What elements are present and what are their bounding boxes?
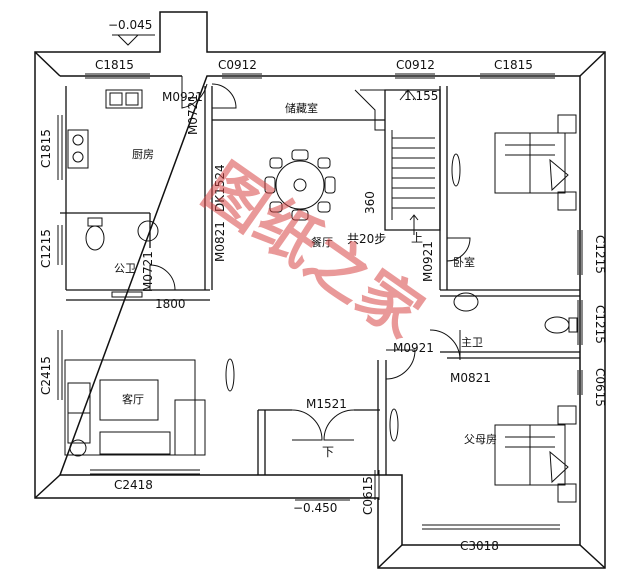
room-master-wc: 主卫 — [461, 336, 483, 349]
stair-up-label: 上 — [411, 231, 423, 245]
door-bath: M0921 — [393, 341, 434, 355]
window-wc-left: C1215 — [39, 229, 53, 268]
elevation-stair: 1.155 — [404, 89, 438, 103]
window-labels: C1815 C0912 C0912 C1815 C1815 C1215 C241… — [39, 58, 607, 553]
master-bath-fixtures — [453, 292, 578, 334]
window-storage-top-right: C0912 — [396, 58, 435, 72]
door-swings — [149, 76, 471, 441]
door-storage: M0721 — [186, 94, 200, 135]
door-labels: M0921 M0721 DK1524 M0821 M0721 M0921 M09… — [141, 90, 491, 411]
room-storage: 储藏室 — [285, 101, 318, 115]
room-bedroom: 卧室 — [453, 255, 475, 269]
door-entrance: M1521 — [306, 397, 347, 411]
window-parents-right: C0615 — [593, 368, 607, 407]
room-public-wc: 公卫 — [114, 262, 136, 275]
window-living-left: C2415 — [39, 356, 53, 395]
window-bedroom-right: C1215 — [593, 235, 607, 274]
stair-riser-label: 360 — [363, 191, 377, 214]
door-opening: DK1524 — [213, 164, 227, 212]
window-living-bottom: C2418 — [114, 478, 153, 492]
door-bedroom: M0921 — [421, 241, 435, 282]
parents-bed — [494, 405, 577, 503]
stair-treads — [354, 89, 435, 220]
dining-table — [264, 149, 336, 221]
room-living: 客厅 — [122, 392, 144, 406]
window-bath-right: C1215 — [593, 305, 607, 344]
window-storage-top-left: C0912 — [218, 58, 257, 72]
living-sofa — [64, 359, 206, 457]
bedroom-bed — [494, 114, 577, 211]
door-wc: M0721 — [141, 251, 155, 292]
interior-walls — [60, 86, 580, 475]
door-kitchen: M0921 — [162, 90, 203, 104]
window-symbols — [57, 73, 583, 530]
window-kitchen-left: C1815 — [39, 129, 53, 168]
elevation-labels: −0.045 1.155 −0.450 — [108, 18, 438, 515]
stair-down-label: 下 — [322, 445, 334, 459]
window-parents-bottom: C3018 — [460, 539, 499, 553]
stair-steps-label: 共20步 — [347, 232, 386, 246]
door-bath-lower: M0821 — [450, 371, 491, 385]
kitchen-sink — [105, 89, 143, 109]
elevation-top-left: −0.045 — [108, 18, 152, 32]
room-labels: 厨房 储藏室 餐厅 公卫 卧室 主卫 客厅 父母房 — [114, 101, 497, 446]
dimension-1800: 1800 — [155, 297, 186, 311]
elevation-markers — [112, 34, 417, 501]
window-bedroom-top: C1815 — [494, 58, 533, 72]
kitchen-stove — [67, 129, 89, 169]
wall-cabinets — [225, 153, 461, 442]
door-dining-left: M0821 — [213, 221, 227, 262]
public-wc-fixtures — [85, 217, 159, 298]
watermark: 图纸之家 — [191, 150, 436, 352]
elevation-entrance: −0.450 — [293, 501, 337, 515]
room-dining: 餐厅 — [311, 235, 333, 249]
window-kitchen-top: C1815 — [95, 58, 134, 72]
window-entrance-side: C0615 — [361, 476, 375, 515]
room-parents: 父母房 — [464, 433, 497, 446]
stair-arrow — [409, 214, 419, 235]
outer-walls — [34, 11, 606, 569]
room-kitchen: 厨房 — [132, 148, 154, 161]
stair-labels: 上 下 共20步 360 1800 — [155, 191, 423, 459]
